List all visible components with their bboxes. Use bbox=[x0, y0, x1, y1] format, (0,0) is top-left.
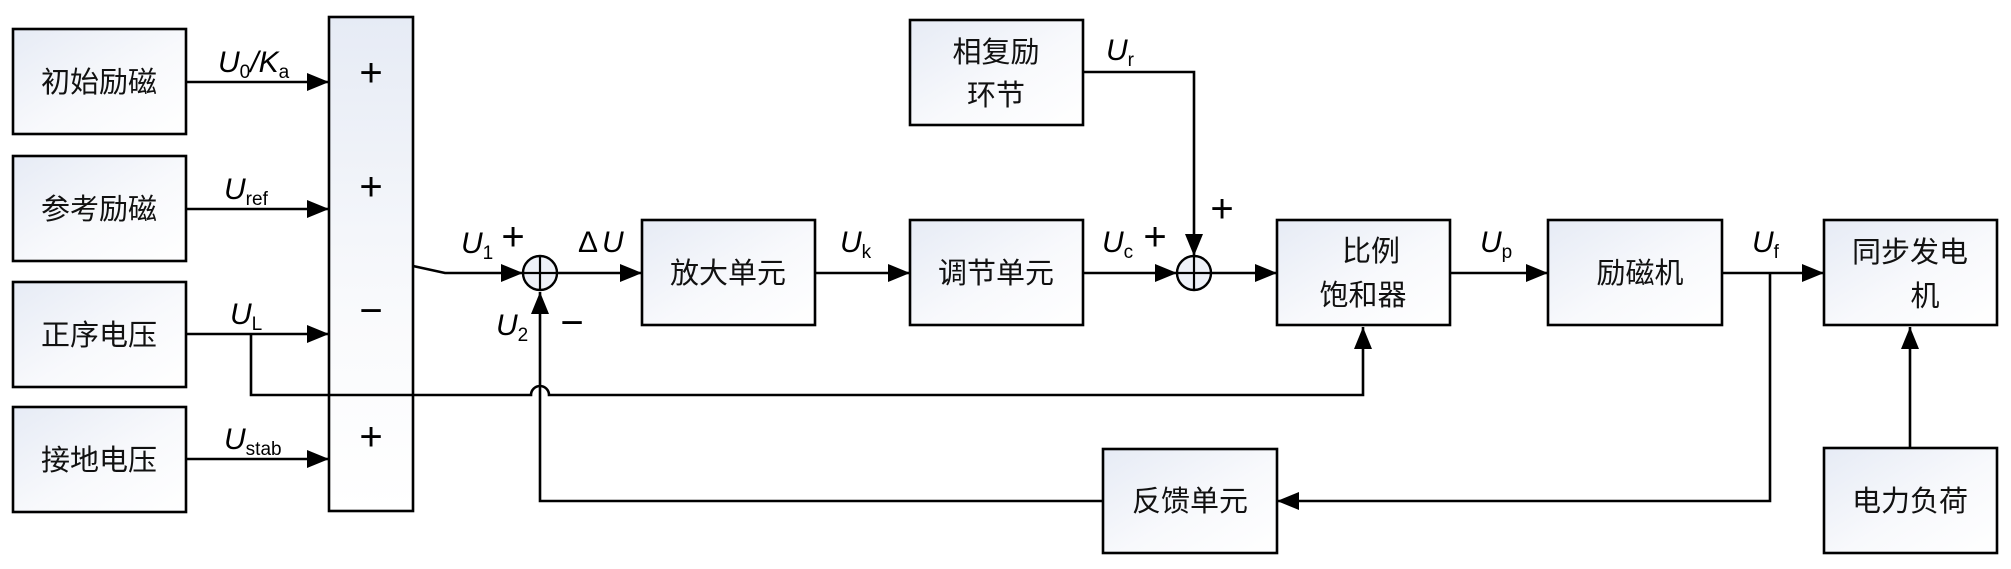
label-uc: Uc bbox=[1102, 226, 1133, 263]
block-reference-excitation-label: 参考励磁 bbox=[41, 192, 157, 226]
block-exciter: 励磁机 bbox=[1546, 218, 1724, 327]
block-initial-excitation-label: 初始励磁 bbox=[41, 65, 157, 99]
sign-plus-1: + bbox=[359, 51, 382, 95]
wire-u1 bbox=[412, 264, 523, 282]
block-initial-excitation: 初始励磁 bbox=[11, 27, 188, 136]
summing-junction-2 bbox=[1175, 254, 1213, 292]
block-generator-label-line1: 同步发电 bbox=[1852, 235, 1968, 269]
block-phase-compound-label-line2: 环节 bbox=[967, 78, 1025, 112]
block-proportional-saturator: 比例 饱和器 bbox=[1275, 218, 1452, 327]
block-synchronous-generator: 同步发电 机 bbox=[1822, 218, 1999, 327]
wire-u2-feedback bbox=[531, 292, 1103, 503]
label-u0-ka: U0/Ka bbox=[218, 46, 290, 83]
label-u2: U2 bbox=[496, 309, 528, 346]
label-ustab: Ustab bbox=[224, 423, 282, 460]
block-amplifier-label: 放大单元 bbox=[670, 256, 786, 290]
label-u1: U1 bbox=[461, 227, 493, 264]
label-ul: UL bbox=[230, 298, 262, 335]
block-positive-sequence-voltage: 正序电压 bbox=[11, 280, 188, 389]
sum1-minus-sign: − bbox=[560, 301, 583, 345]
sum2-plus-sign-ur: + bbox=[1210, 187, 1233, 231]
label-up: Up bbox=[1480, 226, 1512, 263]
label-uk: Uk bbox=[840, 226, 872, 263]
block-saturator-label-line1: 比例 bbox=[1342, 234, 1400, 268]
label-uf: Uf bbox=[1752, 226, 1780, 263]
wire-ur bbox=[1083, 70, 1203, 256]
block-exciter-label: 励磁机 bbox=[1596, 256, 1683, 290]
sign-plus-2: + bbox=[359, 165, 382, 209]
sum1-plus-sign: + bbox=[501, 215, 524, 259]
block-electric-load-label: 电力负荷 bbox=[1852, 484, 1968, 518]
block-saturator-label-line2: 饱和器 bbox=[1319, 278, 1406, 312]
label-uref: Uref bbox=[224, 173, 269, 210]
block-regulator: 调节单元 bbox=[908, 218, 1085, 327]
block-regulator-label: 调节单元 bbox=[938, 256, 1054, 290]
summing-junction-1 bbox=[521, 254, 559, 292]
block-feedback-label: 反馈单元 bbox=[1132, 484, 1248, 518]
sign-minus-3: − bbox=[359, 289, 382, 333]
block-positive-sequence-voltage-label: 正序电压 bbox=[41, 318, 157, 352]
block-phase-compound-label-line1: 相复励 bbox=[952, 35, 1039, 69]
block-phase-compound-excitation: 相复励 环节 bbox=[908, 18, 1085, 127]
block-electric-load: 电力负荷 bbox=[1822, 446, 1999, 555]
wire-uf-to-feedback bbox=[1277, 273, 1772, 510]
block-generator-label-line2: 机 bbox=[1910, 279, 1939, 313]
wire-ul-to-saturator bbox=[249, 327, 1372, 397]
summing-column: + + − + bbox=[327, 15, 415, 513]
sum2-plus-sign-uc: + bbox=[1143, 215, 1166, 259]
block-reference-excitation: 参考励磁 bbox=[11, 154, 188, 263]
block-ground-voltage: 接地电压 bbox=[11, 405, 188, 514]
block-feedback: 反馈单元 bbox=[1101, 447, 1279, 555]
label-ur: Ur bbox=[1106, 34, 1135, 71]
block-amplifier: 放大单元 bbox=[640, 218, 817, 327]
block-ground-voltage-label: 接地电压 bbox=[41, 443, 157, 477]
sign-plus-4: + bbox=[359, 415, 382, 459]
